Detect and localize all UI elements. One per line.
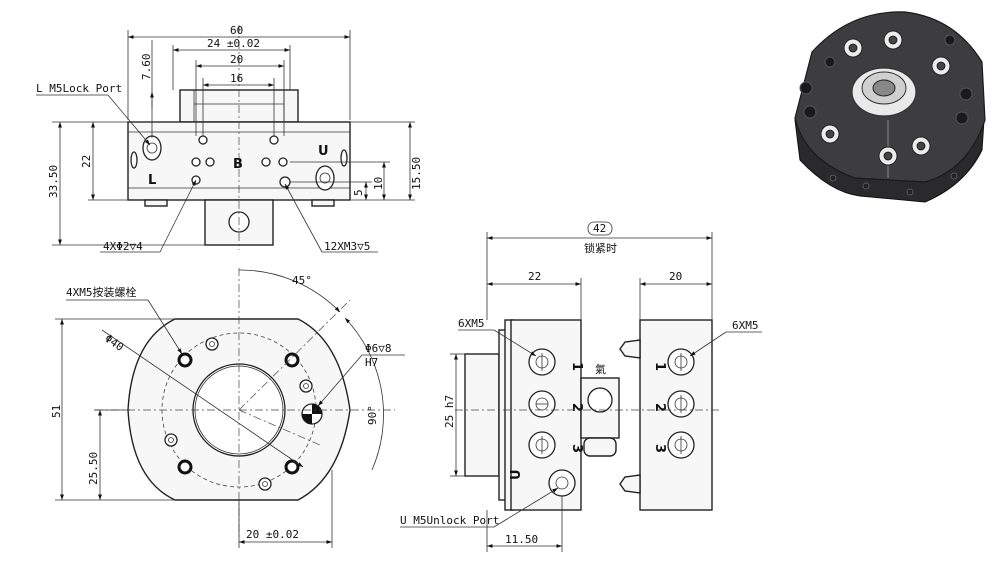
svg-text:1: 1 (652, 362, 667, 371)
svg-text:3: 3 (652, 444, 667, 453)
dim-33-50: 33.50 (47, 165, 60, 198)
dim-5: 5 (352, 189, 365, 196)
dim-phi6: Φ6▽8 (365, 342, 392, 355)
dim-11-50: 11.50 (505, 533, 538, 546)
dim-60: 60 (230, 24, 243, 37)
svg-text:U: U (509, 469, 524, 480)
side-view: 1 2 3 U 氣 1 2 3 42 锁紧时 22 20 6XM5 6XM5 (400, 221, 762, 552)
top-view: L U B 60 24 ±0.02 20 16 7.60 L M5Lock Po… (36, 24, 423, 253)
dim-15-50: 15.50 (410, 157, 423, 190)
svg-text:2: 2 (569, 403, 584, 412)
mark-u: U (318, 144, 329, 159)
mark-air: 氣 (595, 362, 606, 376)
mark-b: B (233, 157, 243, 172)
angle-45: 45° (292, 274, 312, 287)
angle-90: 90° (366, 405, 379, 425)
dim-25h7: 25 h7 (443, 395, 456, 428)
dim-20-tol: 20 ±0.02 (246, 528, 299, 541)
dim-20-side: 20 (669, 270, 682, 283)
svg-text:1: 1 (569, 362, 584, 371)
dim-h7-front: H7 (365, 356, 378, 369)
label-6xm5-right: 6XM5 (732, 319, 759, 332)
label-4x-phi2: 4XΦ2▽4 (103, 240, 143, 253)
dim-20-top: 20 (230, 53, 243, 66)
dim-10: 10 (372, 177, 385, 190)
dim-7-60: 7.60 (140, 54, 153, 81)
dim-22-side: 22 (528, 270, 541, 283)
label-12x-m3: 12XM3▽5 (324, 240, 370, 253)
svg-text:3: 3 (569, 444, 584, 453)
label-lock-time: 锁紧时 (584, 241, 617, 255)
label-lock-port: L M5Lock Port (36, 82, 122, 95)
product-render (794, 11, 986, 203)
dim-42: 42 (593, 222, 606, 235)
dim-22-top: 22 (80, 155, 93, 168)
mark-l: L (148, 173, 156, 188)
dim-16: 16 (230, 72, 243, 85)
dim-phi40: Φ40 (102, 332, 126, 354)
label-unlock-port: U M5Unlock Port (400, 514, 499, 527)
front-view: 45° 90° Φ40 4XM5按装螺栓 Φ6▽8 H7 51 25.50 20… (50, 268, 405, 548)
label-4xm5-bolts: 4XM5按装螺栓 (66, 285, 137, 299)
svg-text:2: 2 (652, 403, 667, 412)
dim-24: 24 ±0.02 (207, 37, 260, 50)
label-6xm5-left: 6XM5 (458, 317, 485, 330)
dim-25-50: 25.50 (87, 452, 100, 485)
dim-51: 51 (50, 405, 63, 418)
